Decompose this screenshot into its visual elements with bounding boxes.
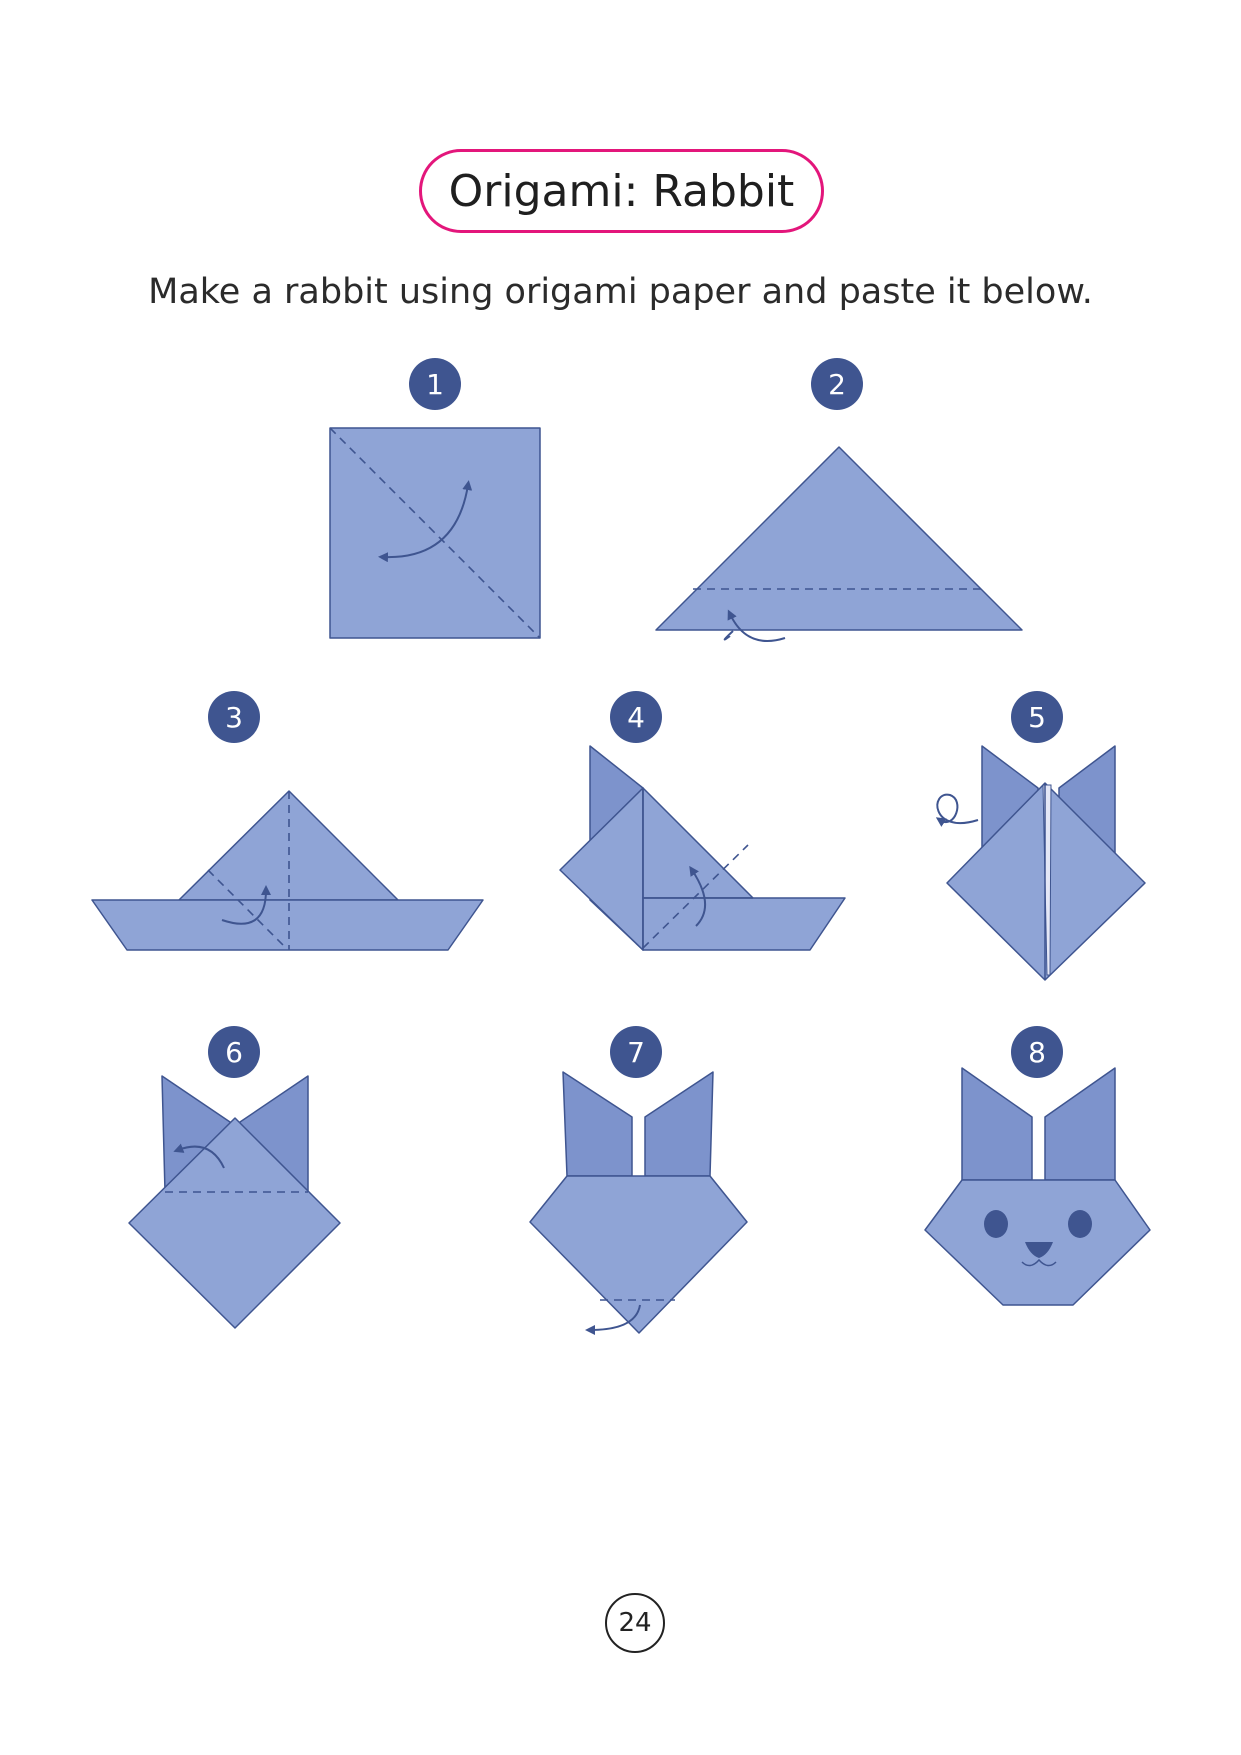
fold-arrow [173,1143,225,1169]
page-title-text: Origami: Rabbit [448,165,795,217]
step-8-figure [924,1067,1151,1306]
paper-right-ear [644,1071,714,1177]
step-badge-3: 3 [208,691,260,743]
step-badge-5: 5 [1011,691,1063,743]
fold-arrow [378,480,473,563]
step-4-figure [559,745,846,951]
page-number: 24 [605,1593,665,1653]
step-badge-4: 4 [610,691,662,743]
nose [1025,1242,1053,1258]
fold-arrow [689,865,707,927]
step-badge-7: 7 [610,1026,662,1078]
mouth [1021,1258,1057,1267]
paper-left-ear [961,1067,1033,1181]
step-6-figure [128,1075,341,1329]
paper-triangle [655,446,1023,631]
paper-right-band [642,897,846,951]
step-badge-6: 6 [208,1026,260,1078]
rotate-arrow [935,793,979,827]
paper-head [529,1175,748,1334]
page-title: Origami: Rabbit [419,149,824,233]
step-7-figure [529,1071,748,1335]
left-eye [984,1210,1008,1238]
right-eye [1068,1210,1092,1238]
fold-arrow [585,1304,641,1335]
fold-line-diagonal [207,869,287,949]
fold-line [329,427,541,639]
fold-arrow [221,885,271,925]
instruction-text: Make a rabbit using origami paper and pa… [148,272,1093,312]
paper-left-ear [562,1071,633,1177]
step-3-figure [91,790,484,951]
paper-right-ear [1044,1067,1116,1181]
step-badge-1: 1 [409,358,461,410]
paper-band [91,899,484,951]
step-5-figure [935,745,1146,981]
step-2-figure [655,446,1023,642]
fold-arrow [727,609,786,642]
step-badge-2: 2 [811,358,863,410]
step-badge-8: 8 [1011,1026,1063,1078]
step-1-figure [329,427,541,639]
fold-line [642,844,749,949]
paper-diamond [128,1117,341,1329]
